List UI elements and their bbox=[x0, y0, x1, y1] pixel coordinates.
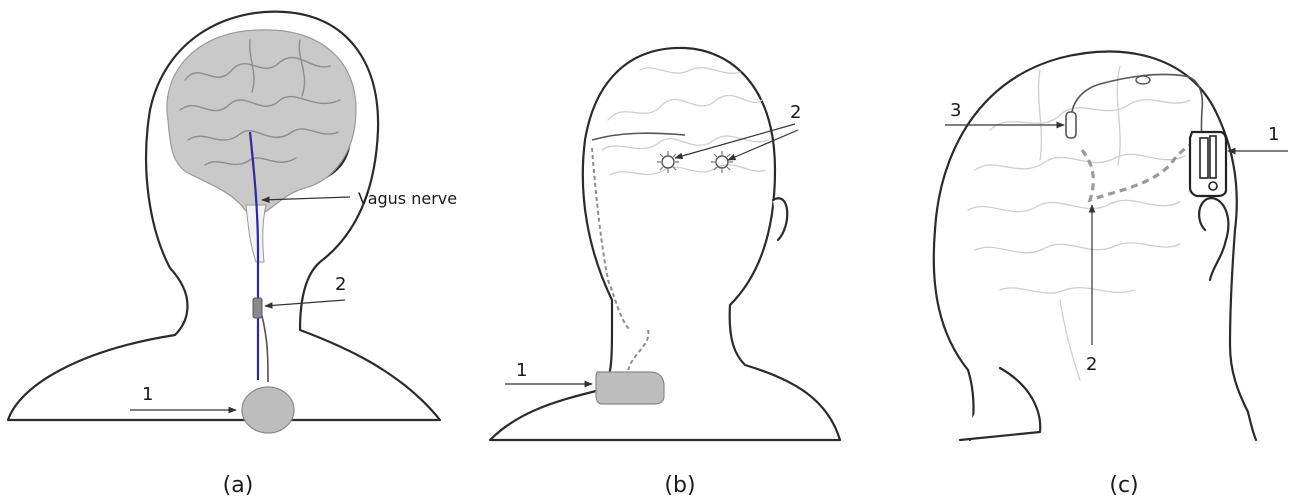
panel-a-nerve-label: Vagus nerve bbox=[358, 189, 457, 208]
panel-c-neurostimulator bbox=[1190, 132, 1226, 196]
panel-a-pulse-generator bbox=[242, 387, 294, 433]
panel-c-electrode bbox=[1066, 112, 1076, 138]
panel-c-lead-label: 2 bbox=[1086, 354, 1097, 375]
panel-b-pulse-generator bbox=[596, 372, 664, 404]
panel-b-ear bbox=[773, 198, 787, 240]
panel-b: 2 1 (b) bbox=[490, 48, 840, 498]
panel-c-lead-connector bbox=[1136, 76, 1150, 84]
panel-a-caption: (a) bbox=[223, 473, 254, 498]
panel-a-device-label: 1 bbox=[142, 384, 153, 405]
panel-c: 3 1 2 (c) bbox=[934, 51, 1288, 498]
panel-c-device-label: 1 bbox=[1268, 124, 1279, 145]
panel-a-electrode bbox=[253, 298, 262, 318]
panel-c-electrode-label: 3 bbox=[950, 100, 961, 121]
panel-c-caption: (c) bbox=[1109, 473, 1138, 498]
panel-b-caption: (b) bbox=[664, 473, 695, 498]
panel-b-device-label: 1 bbox=[516, 360, 527, 381]
panel-b-body-outline bbox=[490, 48, 840, 440]
panel-a-electrode-label: 2 bbox=[335, 274, 346, 295]
panel-b-electrode-label: 2 bbox=[790, 102, 801, 123]
panel-a: Vagus nerve 2 1 (a) bbox=[8, 12, 457, 498]
